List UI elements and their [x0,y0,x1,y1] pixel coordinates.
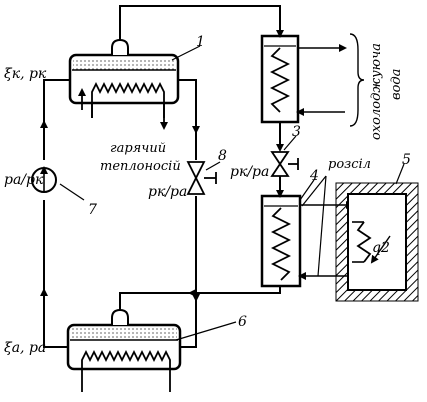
cooling-water-brace [349,33,365,127]
brine-label: розсіл [328,157,371,172]
label-1: 1 [196,34,205,50]
piping [40,5,284,348]
evaporator [260,194,354,288]
generator-state-label: ξк, pк [4,66,47,82]
hot-coolant-label-2: теплоносій [100,159,181,174]
hot-coolant-label: гарячий [110,141,166,156]
absorber-state-label: ξа, pа [4,340,46,356]
generator [68,38,180,130]
expansion-valve-8 [186,161,217,195]
pump-pressure-label: pа/pк [4,172,44,188]
heat-load-label: q2 [372,240,390,256]
pump [31,166,57,193]
label-6: 6 [238,314,247,330]
label-7: 7 [88,202,97,218]
valve8-pressure-label: pк/pа [148,184,187,200]
valve3-pressure-label: pк/pа [230,164,269,180]
label-5: 5 [402,152,411,168]
cooled-chamber [335,182,419,302]
label-8: 8 [218,148,227,164]
leader-lines [59,45,405,341]
label-3: 3 [292,124,301,140]
cooling-water-label: охолоджуюча [369,43,384,140]
cooling-water-label-2: вода [389,69,404,100]
expansion-valve-3 [270,151,299,177]
absorber [66,308,182,392]
label-4: 4 [309,168,319,184]
condenser [260,34,347,124]
